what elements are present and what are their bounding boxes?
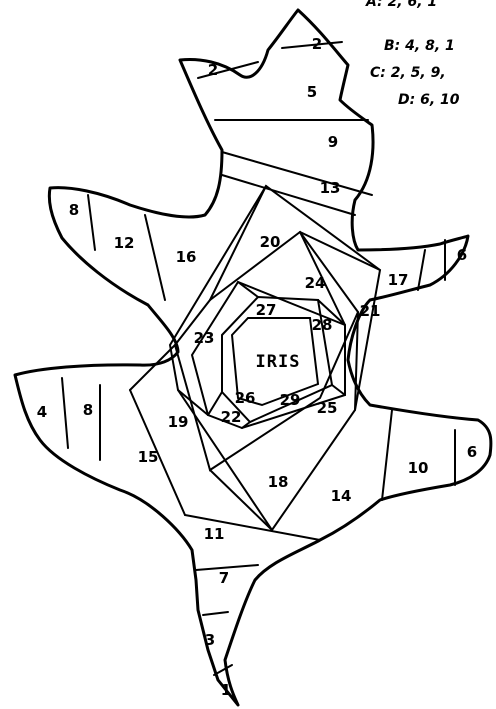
center-label: IRIS [256,352,301,372]
section-label: 2 [208,61,218,79]
section-label: 29 [280,391,301,409]
section-label: 6 [467,443,477,461]
color-legend: A: 2, 6, 1 B: 4, 8, 1 C: 2, 5, 9, D: 6, … [365,0,460,108]
section-label: 17 [388,271,409,289]
section-label: 18 [268,473,289,491]
section-label: 25 [317,399,338,417]
section-label: 6 [457,246,467,264]
section-label: 9 [328,133,338,151]
section-label: 14 [331,487,352,505]
section-label: 23 [194,329,215,347]
section-label: 10 [408,459,429,477]
section-label: 19 [168,413,189,431]
section-label: 22 [221,408,242,426]
section-label: 12 [114,234,135,252]
section-label: 15 [138,448,159,466]
section-label: 24 [305,274,326,292]
section-label: 11 [204,525,225,543]
legend-line-b: B: 4, 8, 1 [384,38,455,54]
section-label: 27 [256,301,277,319]
section-label: 5 [307,83,317,101]
leaf-outline [15,10,491,705]
section-label: 26 [235,389,256,407]
legend-line-d: D: 6, 10 [398,92,460,108]
legend-line-a: A: 2, 6, 1 [365,0,437,10]
section-label: 20 [260,233,281,251]
section-label: 28 [312,316,333,334]
section-label: 7 [219,569,229,587]
legend-line-c: C: 2, 5, 9, [370,65,446,81]
section-label: 16 [176,248,197,266]
section-label: 1 [221,681,231,699]
section-label: 8 [69,201,79,219]
section-label: 3 [205,631,215,649]
section-label: 21 [360,302,381,320]
section-label: 2 [312,35,322,53]
section-label: 4 [37,403,47,421]
section-label: 13 [320,179,341,197]
section-label: 8 [83,401,93,419]
